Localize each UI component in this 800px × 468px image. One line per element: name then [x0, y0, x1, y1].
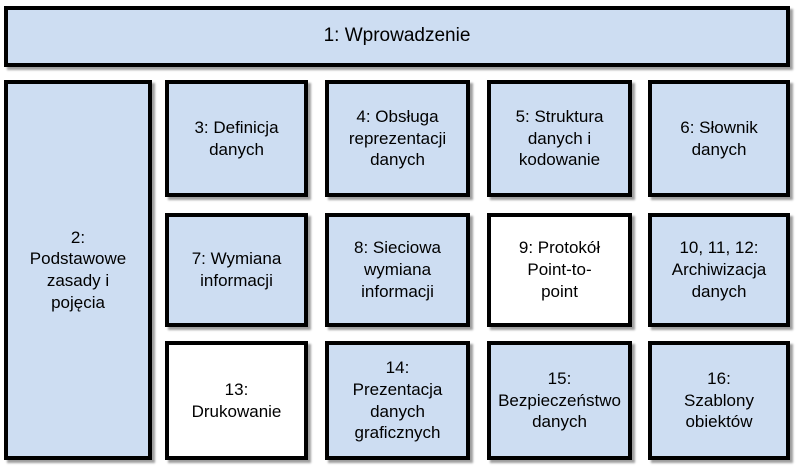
diagram-node-3-definicja-danych[interactable]: 3: Definicja danych: [165, 80, 308, 197]
node-label: 4: Obsługa reprezentacji danych: [348, 106, 447, 170]
diagram-node-8-sieciowa-wymiana-informacji[interactable]: 8: Sieciowa wymiana informacji: [325, 213, 470, 327]
node-label: 1: Wprowadzenie: [323, 25, 471, 47]
diagram-node-14-prezentacja-danych-graficznych[interactable]: 14: Prezentacja danych graficznych: [325, 341, 470, 460]
node-label: 13: Drukowanie: [191, 379, 282, 421]
node-label: 9: Protokół Point-to- point: [518, 238, 601, 301]
diagram-node-1-wprowadzenie[interactable]: 1: Wprowadzenie: [4, 6, 790, 67]
node-label: 5: Struktura danych i kodowanie: [515, 106, 604, 170]
diagram-node-5-struktura-danych-i-kodowanie[interactable]: 5: Struktura danych i kodowanie: [487, 80, 632, 197]
node-label: 10, 11, 12: Archiwizacja danych: [671, 238, 767, 301]
node-label: 6: Słownik danych: [680, 117, 758, 159]
node-label: 8: Sieciowa wymiana informacji: [354, 238, 441, 301]
diagram-node-2-podstawowe-zasady-i-pojecia[interactable]: 2: Podstawowe zasady i pojęcia: [4, 80, 152, 460]
diagram-node-13-drukowanie[interactable]: 13: Drukowanie: [165, 341, 308, 460]
diagram-node-9-protokol-point-to-point[interactable]: 9: Protokół Point-to- point: [487, 213, 632, 327]
diagram-node-10-11-12-archiwizacja-danych[interactable]: 10, 11, 12: Archiwizacja danych: [648, 213, 790, 327]
diagram-node-15-bezpieczenstwo-danych[interactable]: 15: Bezpieczeństwo danych: [487, 341, 632, 460]
diagram-node-7-wymiana-informacji[interactable]: 7: Wymiana informacji: [165, 213, 308, 327]
diagram-node-4-obsluga-reprezentacji-danych[interactable]: 4: Obsługa reprezentacji danych: [325, 80, 470, 197]
node-label: 3: Definicja danych: [194, 117, 279, 159]
node-label: 7: Wymiana informacji: [191, 249, 282, 290]
node-label: 2: Podstawowe zasady i pojęcia: [29, 227, 127, 312]
diagram-node-6-slownik-danych[interactable]: 6: Słownik danych: [648, 80, 790, 197]
diagram-node-16-szablony-obiektow[interactable]: 16: Szablony obiektów: [648, 341, 790, 460]
node-label: 15: Bezpieczeństwo danych: [498, 368, 621, 432]
node-label: 16: Szablony obiektów: [684, 368, 754, 432]
node-label: 14: Prezentacja danych graficznych: [352, 358, 443, 443]
